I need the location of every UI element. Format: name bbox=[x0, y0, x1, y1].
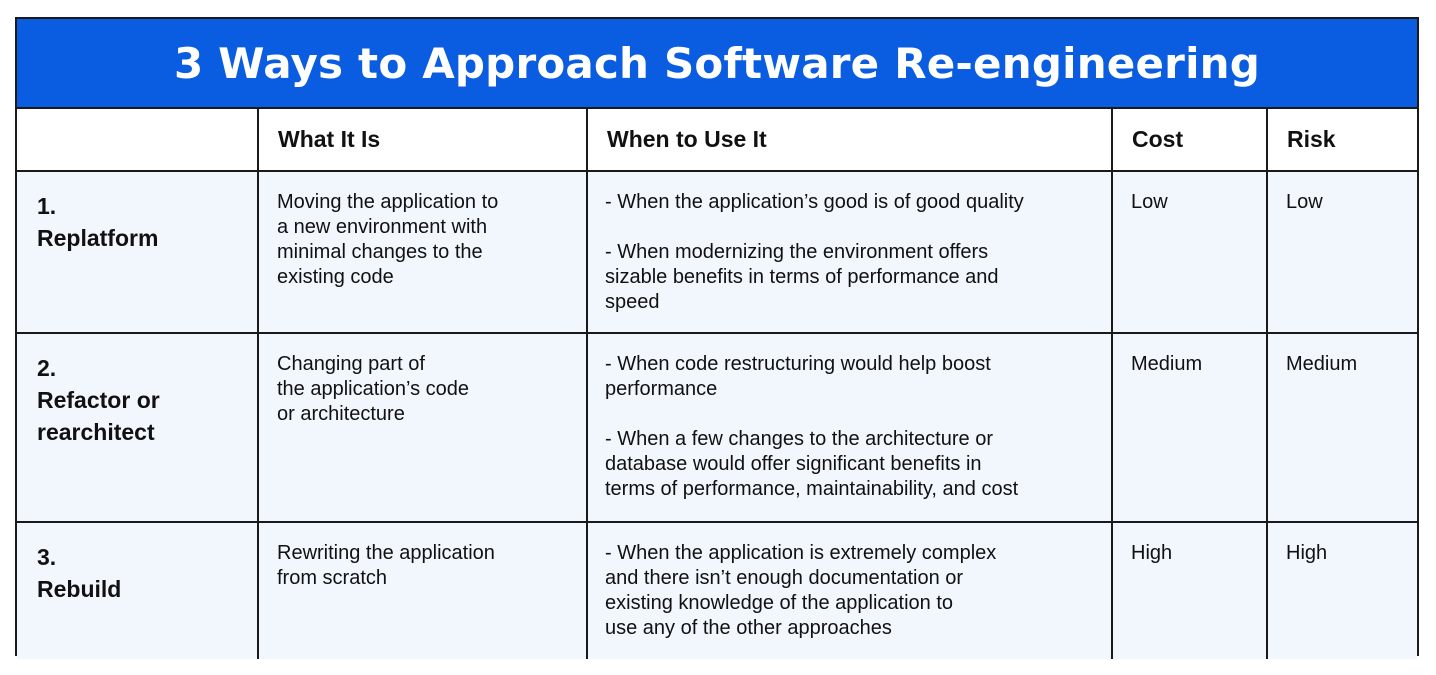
cost-cell: Low bbox=[1111, 170, 1268, 334]
approach-number: 2. bbox=[37, 355, 57, 381]
when-to-use-cell: - When the application’s good is of good… bbox=[586, 170, 1113, 334]
when-item: - When code restructuring would help boo… bbox=[605, 353, 991, 400]
approach-name: Refactor or rearchitect bbox=[37, 387, 160, 445]
risk-cell: Low bbox=[1266, 170, 1417, 334]
header-cost: Cost bbox=[1111, 109, 1268, 172]
risk-cell: Medium bbox=[1266, 332, 1417, 523]
what-it-is-cell: Moving the application to a new environm… bbox=[257, 170, 588, 334]
page-title: 3 Ways to Approach Software Re-engineeri… bbox=[173, 38, 1261, 88]
title-banner: 3 Ways to Approach Software Re-engineeri… bbox=[17, 19, 1417, 109]
when-item: - When modernizing the environment offer… bbox=[605, 241, 999, 313]
what-it-is-cell: Rewriting the application from scratch bbox=[257, 521, 588, 659]
approach-cell: 3. Rebuild bbox=[17, 521, 259, 659]
header-risk: Risk bbox=[1266, 109, 1417, 172]
approach-number: 3. bbox=[37, 544, 57, 570]
approach-cell: 1. Replatform bbox=[17, 170, 259, 334]
header-what-it-is: What It Is bbox=[257, 109, 588, 172]
comparison-table-frame: 3 Ways to Approach Software Re-engineeri… bbox=[15, 17, 1419, 659]
risk-cell: High bbox=[1266, 521, 1417, 659]
when-to-use-cell: - When the application is extremely comp… bbox=[586, 521, 1113, 659]
when-item: - When the application is extremely comp… bbox=[605, 542, 997, 639]
header-row: What It Is When to Use It Cost Risk bbox=[17, 109, 1417, 172]
when-to-use-cell: - When code restructuring would help boo… bbox=[586, 332, 1113, 523]
header-when-to-use: When to Use It bbox=[586, 109, 1113, 172]
table-row: 1. Replatform Moving the application to … bbox=[17, 170, 1417, 334]
cost-cell: High bbox=[1111, 521, 1268, 659]
header-cell-empty bbox=[17, 109, 259, 172]
comparison-table: What It Is When to Use It Cost Risk 1. R… bbox=[17, 109, 1417, 659]
cost-cell: Medium bbox=[1111, 332, 1268, 523]
table-row: 2. Refactor or rearchitect Changing part… bbox=[17, 332, 1417, 523]
approach-name: Replatform bbox=[37, 225, 159, 251]
table-row: 3. Rebuild Rewriting the application fro… bbox=[17, 521, 1417, 659]
when-item: - When the application’s good is of good… bbox=[605, 191, 1024, 213]
approach-name: Rebuild bbox=[37, 576, 122, 602]
approach-number: 1. bbox=[37, 193, 57, 219]
when-item: - When a few changes to the architecture… bbox=[605, 428, 1019, 500]
what-it-is-cell: Changing part of the application’s code … bbox=[257, 332, 588, 523]
approach-cell: 2. Refactor or rearchitect bbox=[17, 332, 259, 523]
